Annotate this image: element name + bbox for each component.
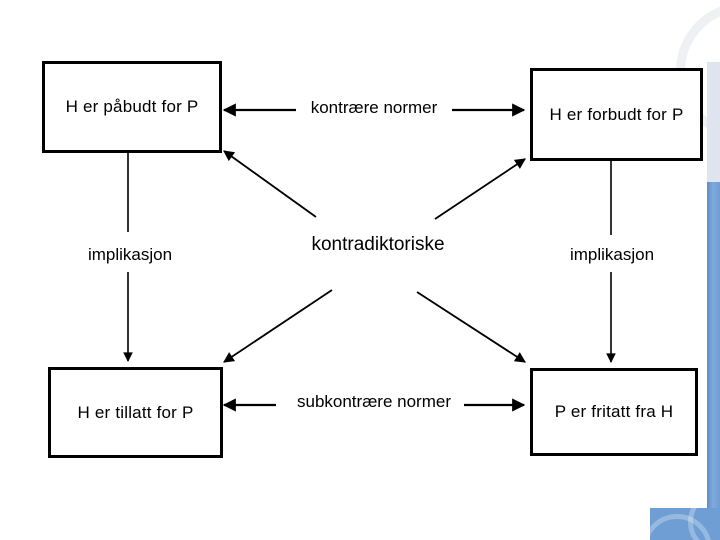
edge-label-implication-right: implikasjon <box>565 245 659 265</box>
right-strip-light <box>707 62 720 182</box>
circle-pattern <box>688 508 720 540</box>
node-forbudt: H er forbudt for P <box>530 68 703 161</box>
edge-label-contrary: kontrære normer <box>306 98 442 118</box>
node-tillatt: H er tillatt for P <box>48 367 223 458</box>
node-fritatt: P er fritatt fra H <box>530 368 698 456</box>
node-label: H er forbudt for P <box>549 104 684 124</box>
bottom-right-blue-block <box>650 508 720 540</box>
node-paabudt: H er påbudt for P <box>42 61 222 153</box>
edge-label-implication-left: implikasjon <box>83 245 177 265</box>
edge-label-contradictory: kontradiktoriske <box>307 234 449 256</box>
node-label: H er tillatt for P <box>77 402 194 422</box>
arrow-contradictory-bottomleft <box>223 289 333 363</box>
arrow-contradictory-topleft <box>223 150 317 218</box>
right-strip-blue <box>707 182 720 540</box>
edge-label-subcontrary: subkontrære normer <box>292 392 456 412</box>
node-label: H er påbudt for P <box>65 97 199 116</box>
node-label: P er fritatt fra H <box>554 402 674 421</box>
arrow-contradictory-bottomright <box>416 291 526 363</box>
arrow-contradictory-topright <box>434 158 526 220</box>
